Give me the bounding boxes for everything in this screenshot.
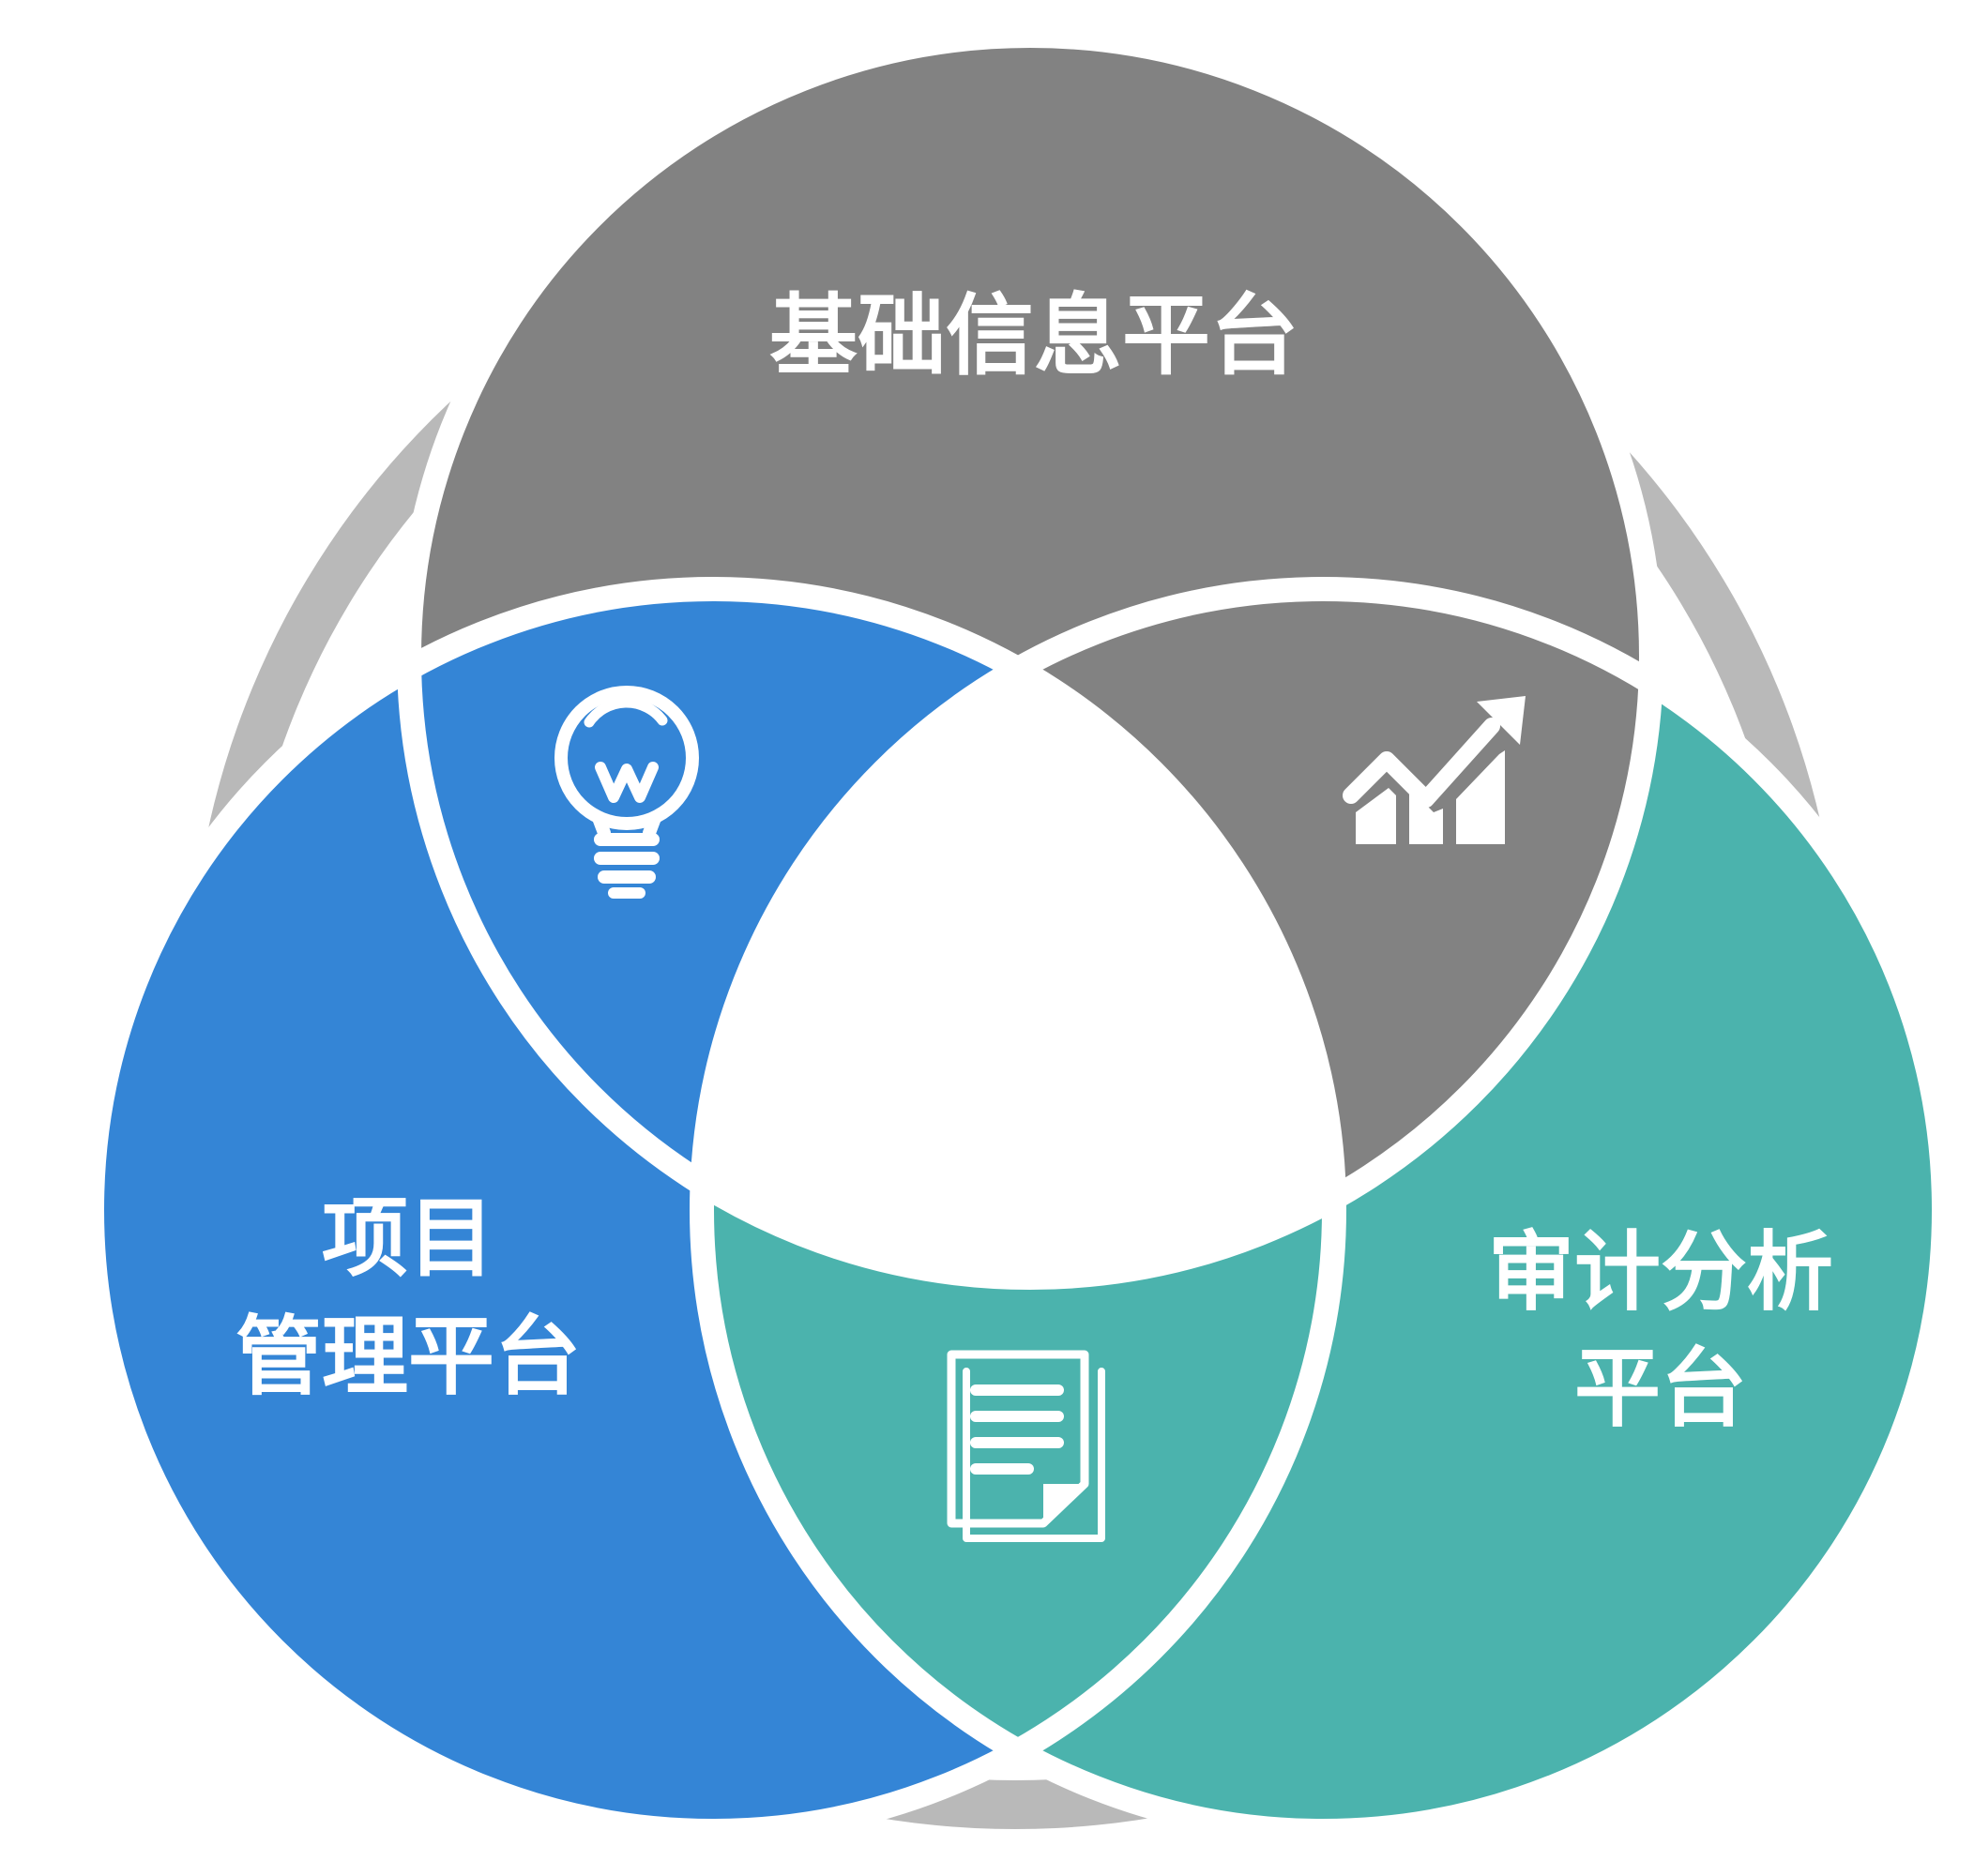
lightbulb-icon (554, 686, 699, 899)
separator-right (690, 577, 1956, 1843)
document-icon (947, 1350, 1105, 1542)
separator-left (80, 577, 1346, 1843)
label-left-platform-line1: 项目 (322, 1188, 494, 1289)
growth-chart-icon (1343, 696, 1526, 844)
label-right-platform-line1: 审计分析 (1488, 1222, 1833, 1323)
label-left-platform-line2: 管理平台 (235, 1307, 581, 1407)
label-top-platform: 基础信息平台 (769, 285, 1298, 387)
label-right-platform-line2: 平台 (1574, 1339, 1747, 1439)
